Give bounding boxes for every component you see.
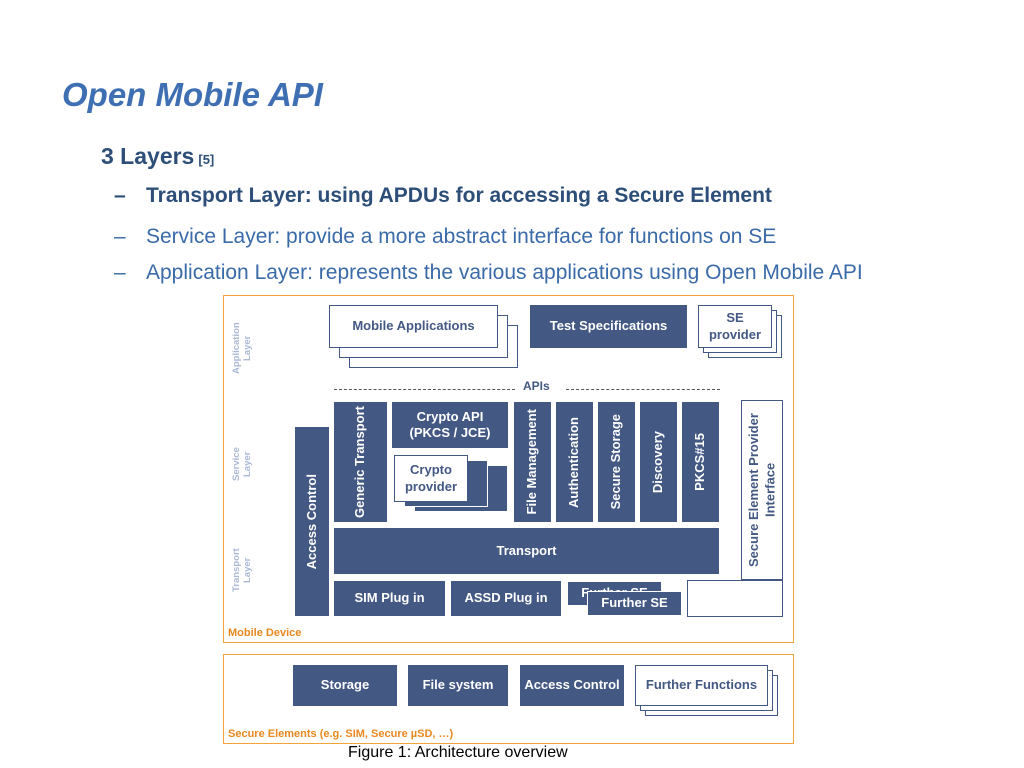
bullet-dash: – — [114, 225, 126, 248]
authentication-text: Authentication — [566, 416, 582, 508]
level1-reference: [5] — [198, 152, 215, 167]
se-provider-box: SE provider — [698, 305, 772, 348]
discovery-box: Discovery — [640, 402, 677, 522]
bullet-dash: – — [114, 261, 126, 284]
mobile-device-label: Mobile Device — [228, 627, 302, 639]
application-layer-label: Application Layer — [231, 322, 253, 374]
transport-layer-label: Transport Layer — [231, 548, 253, 592]
file-management-text: File Management — [524, 409, 540, 515]
secure-storage-box: Secure Storage — [598, 402, 635, 522]
apis-dashed-line-left — [334, 389, 515, 390]
test-specifications-box: Test Specifications — [530, 305, 687, 348]
empty-plugin-slot — [687, 580, 783, 617]
generic-transport-box: Generic Transport — [334, 402, 387, 522]
se-provider-interface-text: Secure Element Provider Interface — [745, 413, 777, 567]
file-system-box: File system — [408, 665, 508, 706]
generic-transport-text: Generic Transport — [352, 406, 368, 518]
crypto-api-box: Crypto API (PKCS / JCE) — [392, 402, 508, 448]
level1-text: 3 Layers — [101, 143, 195, 169]
bullet-text: Service Layer: provide a more abstract i… — [146, 225, 777, 248]
assd-plugin-box: ASSD Plug in — [451, 581, 561, 616]
access-control-text: Access Control — [303, 473, 319, 570]
bullet-transport-layer: –Transport Layer: using APDUs for access… — [114, 184, 772, 208]
file-management-box: File Management — [514, 402, 551, 522]
bullet-dash: – — [114, 184, 126, 207]
bullet-service-layer: –Service Layer: provide a more abstract … — [114, 225, 776, 249]
further-se-box: Further SE — [587, 591, 682, 616]
pkcs15-box: PKCS#15 — [682, 402, 719, 522]
secure-storage-text: Secure Storage — [608, 414, 624, 510]
crypto-provider-box: Crypto provider — [394, 455, 468, 502]
apis-dashed-line-right — [566, 389, 720, 390]
access-control-box: Access Control — [295, 427, 329, 616]
pkcs15-text: PKCS#15 — [692, 433, 708, 491]
secure-elements-label: Secure Elements (e.g. SIM, Secure µSD, …… — [228, 728, 454, 740]
service-layer-label: Service Layer — [231, 447, 253, 481]
bullet-text: Transport Layer: using APDUs for accessi… — [146, 184, 772, 207]
slide-title: Open Mobile API — [62, 76, 323, 113]
bullet-text: Application Layer: represents the variou… — [146, 261, 863, 284]
se-access-control-box: Access Control — [520, 665, 624, 706]
further-functions-box: Further Functions — [635, 665, 768, 706]
bullet-application-layer: –Application Layer: represents the vario… — [114, 261, 863, 285]
mobile-applications-box: Mobile Applications — [329, 305, 498, 348]
level1-heading: 3 Layers[5] — [101, 143, 214, 170]
discovery-text: Discovery — [650, 430, 666, 494]
sim-plugin-box: SIM Plug in — [334, 581, 445, 616]
storage-box: Storage — [293, 665, 397, 706]
transport-box: Transport — [334, 528, 719, 574]
se-provider-interface-box: Secure Element Provider Interface — [741, 400, 783, 580]
figure-caption: Figure 1: Architecture overview — [348, 744, 568, 761]
authentication-box: Authentication — [556, 402, 593, 522]
apis-label: APIs — [523, 379, 550, 393]
